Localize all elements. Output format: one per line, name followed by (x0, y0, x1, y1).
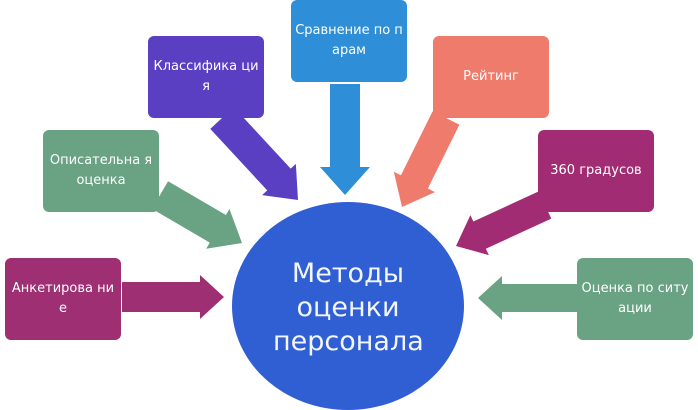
method-box-degrees360: 360 градусов (538, 130, 654, 212)
method-box-descriptive: Описательна я оценка (43, 130, 159, 212)
arrow-situation (478, 276, 577, 320)
method-label: Сравнение по парам (295, 23, 403, 58)
arrow-rating (393, 111, 460, 207)
arrow-survey (122, 275, 224, 319)
arrow-descriptive (151, 181, 242, 249)
arrow-degrees360 (456, 191, 552, 256)
central-label: Методы оценки персонала (273, 258, 424, 357)
method-box-classification: Классифика ция (148, 36, 264, 118)
method-box-rating: Рейтинг (433, 36, 549, 118)
method-label: Оценка по ситуации (581, 281, 689, 316)
arrows-layer (122, 84, 577, 320)
method-label: Анкетирова ние (11, 281, 115, 316)
method-label: 360 градусов (550, 163, 642, 178)
arrow-pairs (320, 84, 370, 195)
method-box-survey: Анкетирова ние (5, 258, 121, 340)
arrow-classification (210, 107, 298, 200)
method-label: Классифика ция (153, 59, 259, 94)
central-node: Методы оценки персонала (232, 202, 464, 410)
method-box-pairs: Сравнение по парам (291, 0, 407, 82)
method-label: Описательна я оценка (49, 153, 153, 188)
method-box-situation: Оценка по ситуации (577, 258, 693, 340)
method-label: Рейтинг (463, 69, 519, 84)
